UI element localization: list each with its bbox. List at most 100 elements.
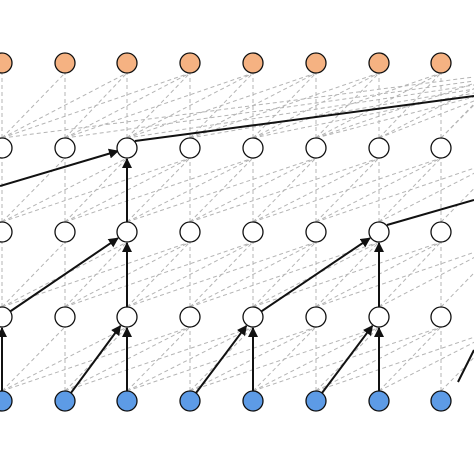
dashed-connection — [378, 257, 474, 308]
dashed-connection — [64, 241, 128, 308]
dashed-connection — [189, 241, 254, 308]
node-group — [0, 52, 452, 412]
output-node — [430, 52, 452, 74]
solid-arrow — [70, 325, 122, 394]
dashed-connection — [189, 88, 474, 139]
dashed-connection — [315, 336, 474, 392]
dashed-connection — [1, 241, 66, 308]
dashed-connection — [378, 172, 474, 223]
dashed-connection — [1, 72, 66, 139]
hidden-2-node — [368, 221, 390, 243]
dashed-connection — [1, 157, 66, 223]
dashed-connection — [440, 356, 474, 392]
dashed-connection — [252, 72, 380, 139]
dashed-connection — [126, 241, 191, 308]
input-node — [305, 390, 327, 412]
dashed-connection — [1, 326, 66, 392]
solid-arrow — [386, 199, 474, 226]
input-node — [179, 390, 201, 412]
dashed-connection — [1, 76, 474, 139]
hidden-2-node — [430, 221, 452, 243]
hidden-1-node — [179, 306, 201, 328]
input-node — [116, 390, 138, 412]
hidden-1-node — [368, 306, 390, 328]
dashed-connection — [315, 96, 474, 139]
solid-arrow — [260, 237, 371, 313]
dashed-connection — [189, 157, 254, 223]
dashed-connection — [378, 241, 442, 308]
output-node — [305, 52, 327, 74]
dashed-connection — [252, 92, 474, 139]
hidden-1-node — [54, 306, 76, 328]
hidden-1-node — [0, 306, 13, 328]
dashed-connection — [126, 326, 191, 392]
hidden-1-node — [305, 306, 327, 328]
dashed-connection — [189, 72, 254, 139]
dashed-connection — [189, 241, 317, 308]
hidden-2-node — [0, 221, 13, 243]
dashed-connection — [378, 157, 442, 223]
input-node — [430, 390, 452, 412]
arrow-connection-group — [0, 95, 474, 394]
dashed-connection — [378, 341, 474, 392]
input-node — [368, 390, 390, 412]
dashed-connection — [315, 72, 380, 139]
dashed-connection — [126, 72, 191, 139]
hidden-3-node — [305, 137, 327, 159]
hidden-2-node — [54, 221, 76, 243]
input-node — [242, 390, 264, 412]
dashed-connection — [252, 157, 317, 223]
dashed-connection — [315, 251, 474, 308]
dashed-connection — [64, 157, 128, 223]
dashed-connection — [440, 187, 474, 223]
dashed-connection — [440, 103, 474, 139]
hidden-3-node — [54, 137, 76, 159]
hidden-3-node — [368, 137, 390, 159]
solid-arrow — [457, 349, 474, 383]
hidden-1-node — [430, 306, 452, 328]
dashed-connection — [252, 326, 317, 392]
solid-arrow — [321, 324, 374, 394]
output-node — [179, 52, 201, 74]
dashed-connection — [252, 241, 317, 308]
solid-arrow — [9, 237, 119, 313]
input-node — [54, 390, 76, 412]
hidden-3-node — [242, 137, 264, 159]
hidden-1-node — [242, 306, 264, 328]
hidden-3-node — [430, 137, 452, 159]
dashed-connection — [126, 72, 254, 139]
dashed-connection — [64, 80, 474, 139]
hidden-2-node — [305, 221, 327, 243]
dashed-connection — [252, 72, 317, 139]
hidden-2-node — [179, 221, 201, 243]
hidden-3-node — [179, 137, 201, 159]
output-node — [368, 52, 390, 74]
hidden-3-node — [116, 137, 138, 159]
input-node — [0, 390, 13, 412]
solid-arrow — [195, 324, 248, 394]
dashed-connection — [440, 104, 474, 139]
hidden-2-node — [242, 221, 264, 243]
dashed-connection — [126, 241, 254, 308]
output-node — [54, 52, 76, 74]
solid-arrow — [134, 95, 474, 142]
dashed-connection — [126, 157, 191, 223]
dashed-connection — [440, 272, 474, 308]
solid-arrow — [0, 148, 119, 187]
dashed-connection — [315, 167, 474, 223]
output-node — [242, 52, 264, 74]
dashed-connection — [1, 72, 128, 139]
dashed-connection — [315, 241, 380, 308]
dashed-connection — [126, 84, 474, 139]
output-node — [0, 52, 13, 74]
dashed-connection — [378, 326, 442, 392]
output-node — [116, 52, 138, 74]
hidden-2-node — [116, 221, 138, 243]
hidden-3-node — [0, 137, 13, 159]
dashed-connection — [315, 157, 380, 223]
dashed-connection — [64, 72, 128, 139]
hidden-1-node — [116, 306, 138, 328]
dashed-connection — [378, 100, 474, 139]
